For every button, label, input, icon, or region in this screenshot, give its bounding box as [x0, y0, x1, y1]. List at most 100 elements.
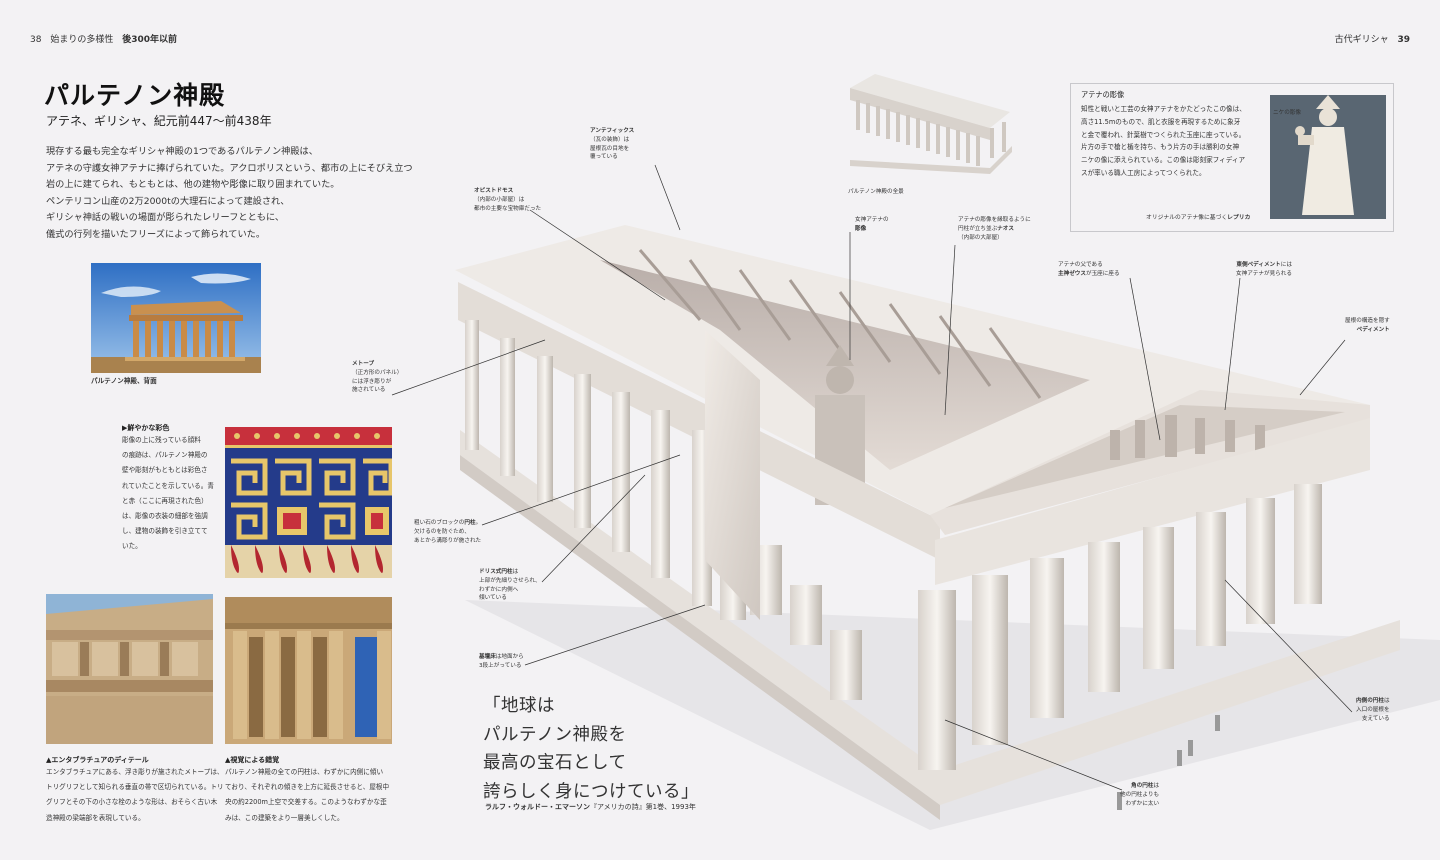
entablature-heading: ▲エンタブラチュアのディテール [46, 755, 149, 765]
illusion-heading-text: 視覚による錯覚 [230, 756, 280, 764]
label-bold: ドリス式円柱 [479, 569, 513, 575]
quote-line: 「地球は [483, 696, 555, 716]
quote-line: パルテノン神殿を [483, 724, 627, 745]
label-line: は地面から [495, 654, 524, 660]
label-bold: ペディメント [1356, 326, 1390, 333]
nike-label: ニケの彫像 [1273, 110, 1301, 116]
right-page-header: 古代ギリシャ 39 [1335, 32, 1410, 45]
athena-caption-plain: オリジナルのアテナ像に基づく [1146, 215, 1228, 221]
label-line: 。 [475, 520, 482, 526]
athena-info-box [1070, 83, 1394, 232]
emerson-quote: 「地球は パルテノン神殿を 最高の宝石として 誇らしく身につけている」 [483, 692, 699, 806]
right-page-number: 39 [1397, 35, 1410, 45]
colour-heading: ▶鮮やかな彩色 [122, 423, 169, 433]
label-line: 粗い石のブロックの [414, 520, 465, 526]
quote-attribution: ラルフ・ウォルドー・エマーソン『アメリカの詩』第1巻、1993年 [485, 802, 696, 812]
triangle-up-icon: ▲ [46, 756, 52, 764]
label-drum: 粗い石のブロックの円柱。 欠けるのを防ぐため、 あとから溝彫りが施された [414, 519, 481, 545]
label-line: （内部の大部屋） [958, 234, 1003, 241]
label-line: 支えている [1361, 715, 1390, 722]
colour-line: 壁や彫刻がもともとは彩色さ [122, 466, 208, 475]
left-section: 始まりの多様性 [50, 35, 114, 45]
label-line: アテナの彫像を縁取るように [958, 217, 1031, 223]
page-title: パルテノン神殿 [44, 81, 226, 110]
label-bold: 主神ゼウス [1058, 270, 1086, 277]
label-line: 都市の主要な宝物庫だった [474, 205, 542, 212]
parthenon-rear-photo [91, 263, 261, 373]
front-colonnade [918, 484, 1322, 770]
label-stylobate: 基壇床は地面から 3段上がっている [479, 653, 524, 671]
athena-caption-bold: レプリカ [1227, 215, 1251, 221]
entablature-photo [46, 594, 213, 744]
intro-line: 儀式の行列を描いたフリーズによって飾られていた。 [46, 228, 266, 240]
label-line: が玉座に座る [1085, 270, 1120, 277]
label-line: 傾いている [479, 595, 507, 602]
entablature-line: エンタブラチュアにある、浮き彫りが施されたメトープは、 [46, 768, 224, 776]
intro-line: アテネの守護女神アテナに捧げられていた。アクロポリスという、都市の上にそびえ立つ [46, 162, 413, 174]
label-line: には浮き彫りが [352, 378, 392, 385]
colour-line: 彫像の上に残っている顔料 [122, 436, 201, 444]
label-east-pediment: 東側ペディメントには 女神アテナが見られる [1236, 261, 1292, 279]
label-bold: アンテフィックス [590, 128, 635, 134]
entablature-text: エンタブラチュアにある、浮き彫りが施されたメトープは、 トリグリフとして知られる… [46, 765, 226, 826]
label-line: （瓦の装飾）は [590, 136, 630, 143]
athena-replica-caption: オリジナルのアテナ像に基づくレプリカ [1146, 212, 1250, 221]
colour-line: し、建物の装飾を引き立てて [122, 527, 208, 536]
colour-text: 彫像の上に残っている顔料 の痕跡は、パルテノン神殿の 壁や彫刻がもともとは彩色さ… [122, 433, 222, 555]
label-bold: ナオス [997, 225, 1014, 232]
quote-source: 『アメリカの詩』第1巻、1993年 [590, 803, 696, 811]
quote-author: ラルフ・ウォルドー・エマーソン [485, 803, 590, 811]
quote-line: 最高の宝石として [483, 753, 627, 773]
illusion-heading: ▲視覚による錯覚 [225, 755, 279, 765]
triangle-icon: ▶ [122, 424, 128, 432]
athena-box-heading: アテナの彫像 [1081, 90, 1125, 99]
left-page-number: 38 [30, 35, 42, 45]
label-bold: 東側ペディメント [1236, 262, 1281, 268]
entablature-line: 造神殿の梁端部を表現している。 [46, 813, 145, 822]
label-bold: 彫像 [855, 225, 867, 232]
athena-box-line: ニケの像に添えられている。この像は彫刻家フィディア [1081, 156, 1246, 165]
left-period: 後300年以前 [122, 35, 178, 45]
athena-box-line: 知性と戦いと工芸の女神アテナをかたどったこの像は、 [1081, 105, 1246, 113]
intro-line: 岩の上に建てられ、もともとは、他の建物や彫像に取り囲まれていた。 [46, 179, 340, 191]
label-line: は [512, 569, 519, 575]
athena-box-line: 高さ11.5mのもので、肌と衣服を再現するために象牙 [1081, 117, 1241, 126]
label-line: 女神アテナの [855, 217, 889, 223]
colour-line: は、彫像の衣装の細部を強調 [122, 512, 208, 521]
colour-line: れていたことを示している。青 [122, 481, 214, 490]
colour-heading-text: 鮮やかな彩色 [127, 424, 170, 432]
label-line: あとから溝彫りが施された [414, 537, 482, 544]
colonnade-photo [225, 597, 392, 744]
athena-box-line: 片方の手で槍と楯を持ち、もう片方の手は勝利の女神 [1081, 143, 1240, 152]
colour-line: と赤（ここに再現された色） [122, 496, 208, 505]
illusion-line: みは、この建築をより一層美しくした。 [225, 813, 344, 822]
label-line: 欠けるのを防ぐため、 [414, 528, 470, 535]
label-line: 女神アテナが見られる [1236, 270, 1292, 277]
label-line: 入口の屋根を [1356, 706, 1390, 713]
entablature-line: トリグリフとして知られる垂直の帯で区切られている。トリ [46, 783, 224, 792]
label-pediment: 屋根の構造を隠す ペディメント [1345, 317, 1390, 335]
label-bold: 円柱 [464, 520, 476, 526]
intro-line: ギリシャ神話の戦いの場面が彫られたレリーフとともに、 [46, 212, 285, 224]
label-line: 円柱が立ち並ぶ [958, 225, 998, 232]
intro-line: ペンテリコン山産の2万2000tの大理石によって建設され、 [46, 195, 290, 207]
label-athena-statue: 女神アテナの 彫像 [855, 216, 889, 234]
colour-line: いた。 [122, 542, 142, 551]
entablature-heading-text: エンタブラチュアのディテール [51, 756, 149, 764]
label-line: 施されている [352, 387, 386, 394]
label-line: は [1153, 783, 1160, 789]
label-opisthodomos: オピストドモス （内部の小部屋）は 都市の主要な宝物庫だった [474, 187, 541, 213]
intro-text: 現存する最も完全なギリシャ神殿の1つであるパルテノン神殿は、 アテネの守護女神ア… [46, 144, 416, 244]
parthenon-full-view-thumbnail [850, 74, 1012, 174]
label-corner-columns: 角の円柱は 他の円柱よりも わずかに太い [1120, 782, 1159, 808]
label-bold: 基壇床 [479, 654, 496, 660]
page-subtitle: アテネ、ギリシャ、紀元前447～前438年 [46, 114, 272, 128]
label-antefix: アンテフィックス （瓦の装飾）は 屋根瓦の目地を 覆っている [590, 127, 634, 162]
label-line: （内部の小部屋）は [474, 196, 525, 203]
label-line: 覆っている [590, 154, 618, 161]
label-doric: ドリス式円柱は 上部が先細りさせられ、 わずかに内側へ 傾いている [479, 568, 541, 603]
label-naos: アテナの彫像を縁取るように 円柱が立ち並ぶナオス （内部の大部屋） [958, 216, 1031, 242]
parthenon-rear-caption: パルテノン神殿、背面 [91, 377, 157, 385]
illusion-line: パルテノン神殿の全ての円柱は、わずかに内側に傾い [225, 768, 384, 776]
